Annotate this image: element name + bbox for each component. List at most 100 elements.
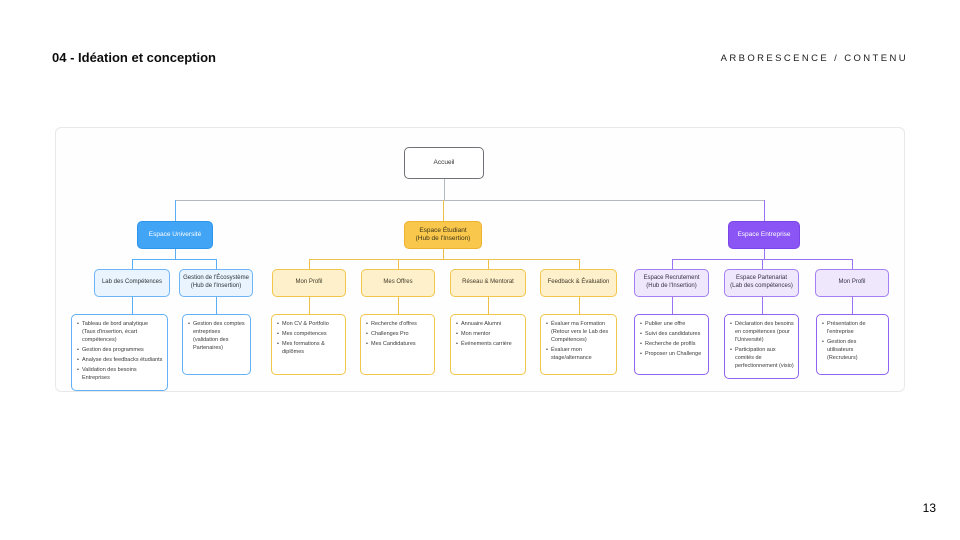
connector-line [132, 259, 217, 260]
connector-line [175, 249, 176, 259]
node-label: Espace Université [148, 230, 202, 238]
diagram-frame: Accueil Espace Université Espace Étudian… [55, 127, 905, 392]
bullet-list: Publier une offreSuivi des candidaturesR… [639, 321, 704, 361]
node-label: Lab des Compétences [101, 279, 163, 286]
node-sublabel: (Hub de l'Insertion) [646, 283, 697, 289]
leaf-mon-profil-entreprise: Présentation de l'entrepriseGestion des … [816, 314, 889, 375]
bullet-item: Gestion des programmes [76, 347, 163, 355]
bullet-list: Annuaire AlumniMon mentorÉvénements carr… [455, 321, 521, 351]
node-feedback-evaluation: Feedback & Évaluation [540, 269, 617, 297]
connector-line [579, 259, 580, 269]
connector-line [488, 259, 489, 269]
node-accueil: Accueil [404, 147, 484, 179]
connector-line [216, 297, 217, 314]
connector-line [398, 297, 399, 314]
connector-line [443, 249, 444, 259]
bullet-item: Analyse des feedbacks étudiants [76, 357, 163, 365]
connector-line [852, 259, 853, 269]
node-label: Espace Partenariat [735, 275, 788, 282]
node-mes-offres: Mes Offres [361, 269, 435, 297]
connector-line [488, 297, 489, 314]
connector-line [309, 297, 310, 314]
bullet-list: Déclaration des besoins en compétences (… [729, 321, 794, 373]
connector-line [132, 297, 133, 314]
node-espace-partenariat: Espace Partenariat (Lab des compétences) [724, 269, 799, 297]
bullet-item: Annuaire Alumni [455, 321, 521, 329]
node-label: Accueil [433, 158, 455, 166]
page-number: 13 [922, 501, 936, 515]
node-gestion-ecosysteme: Gestion de l'Écosystème (Hub de l'Insert… [179, 269, 253, 297]
bullet-list: Gestion des comptes entreprises (validat… [187, 321, 246, 355]
node-sublabel: (Hub de l'Insertion) [415, 235, 471, 242]
node-label: Réseau & Mentorat [462, 279, 514, 286]
section-label: ARBORESCENCE / CONTENU [720, 53, 908, 64]
bullet-item: Tableau de bord analytique (Taux d'inser… [76, 321, 163, 345]
leaf-mes-offres: Recherche d'offresChallenges ProMes Cand… [360, 314, 435, 375]
node-label: Feedback & Évaluation [547, 279, 610, 286]
bullet-item: Mes formations & diplômes [276, 341, 341, 357]
node-reseau-mentorat: Réseau & Mentorat [450, 269, 526, 297]
bullet-item: Publier une offre [639, 321, 704, 329]
page-title: 04 - Idéation et conception [52, 50, 216, 65]
leaf-gestion-ecosysteme: Gestion des comptes entreprises (validat… [182, 314, 251, 375]
connector-line [443, 200, 444, 221]
leaf-lab-des-competences: Tableau de bord analytique (Taux d'inser… [71, 314, 168, 391]
bullet-list: Recherche d'offresChallenges ProMes Cand… [365, 321, 430, 351]
node-label: Mon Profil [295, 279, 323, 286]
node-label: Mes Offres [383, 279, 413, 286]
connector-line [762, 297, 763, 314]
leaf-mon-profil-etudiant: Mon CV & PortfolioMes compétencesMes for… [271, 314, 346, 375]
node-lab-des-competences: Lab des Compétences [94, 269, 170, 297]
bullet-item: Mon CV & Portfolio [276, 321, 341, 329]
node-label: Espace Recrutement [643, 275, 700, 282]
node-sublabel: (Hub de l'Insertion) [190, 283, 242, 289]
bullet-item: Déclaration des besoins en compétences (… [729, 321, 794, 345]
bullet-item: Mes Candidatures [365, 341, 430, 349]
connector-line [309, 259, 310, 269]
connector-line [132, 259, 133, 269]
node-sublabel: (Lab des compétences) [730, 283, 793, 289]
connector-line [309, 259, 580, 260]
bullet-item: Gestion des utilisateurs (Recruteurs) [821, 339, 884, 363]
bullet-item: Gestion des comptes entreprises (validat… [187, 321, 246, 353]
bullet-item: Évaluer mon stage/alternance [545, 347, 612, 363]
bullet-list: Mon CV & PortfolioMes compétencesMes for… [276, 321, 341, 359]
bullet-list: Évaluer ma Formation (Retour vers le Lab… [545, 321, 612, 365]
node-espace-etudiant: Espace Étudiant (Hub de l'Insertion) [404, 221, 482, 249]
bullet-item: Mes compétences [276, 331, 341, 339]
connector-line [852, 297, 853, 314]
node-mon-profil-etudiant: Mon Profil [272, 269, 346, 297]
connector-line [672, 297, 673, 314]
node-label: Espace Entreprise [737, 230, 791, 238]
bullet-item: Proposer un Challenge [639, 351, 704, 359]
connector-line [398, 259, 399, 269]
node-espace-entreprise: Espace Entreprise [728, 221, 800, 249]
bullet-item: Évaluer ma Formation (Retour vers le Lab… [545, 321, 612, 345]
leaf-reseau-mentorat: Annuaire AlumniMon mentorÉvénements carr… [450, 314, 526, 375]
node-label: Mon Profil [838, 279, 866, 286]
bullet-list: Tableau de bord analytique (Taux d'inser… [76, 321, 163, 385]
connector-line [579, 297, 580, 314]
connector-line [762, 259, 763, 269]
bullet-item: Challenges Pro [365, 331, 430, 339]
connector-line [764, 249, 765, 259]
node-espace-universite: Espace Université [137, 221, 213, 249]
node-label: Gestion de l'Écosystème [183, 275, 249, 282]
bullet-item: Recherche d'offres [365, 321, 430, 329]
connector-line [764, 200, 765, 221]
node-espace-recrutement: Espace Recrutement (Hub de l'Insertion) [634, 269, 709, 297]
leaf-espace-partenariat: Déclaration des besoins en compétences (… [724, 314, 799, 379]
connector-line [175, 200, 176, 221]
bullet-item: Suivi des candidatures [639, 331, 704, 339]
node-mon-profil-entreprise: Mon Profil [815, 269, 889, 297]
connector-line [175, 200, 765, 201]
bullet-item: Participation aux comités de perfectionn… [729, 347, 794, 371]
bullet-item: Événements carrière [455, 341, 521, 349]
node-label: Espace Étudiant [419, 226, 467, 234]
connector-line [216, 259, 217, 269]
bullet-item: Validation des besoins Entreprises [76, 367, 163, 383]
leaf-feedback-evaluation: Évaluer ma Formation (Retour vers le Lab… [540, 314, 617, 375]
bullet-item: Présentation de l'entreprise [821, 321, 884, 337]
connector-line [444, 179, 445, 200]
bullet-list: Présentation de l'entrepriseGestion des … [821, 321, 884, 365]
